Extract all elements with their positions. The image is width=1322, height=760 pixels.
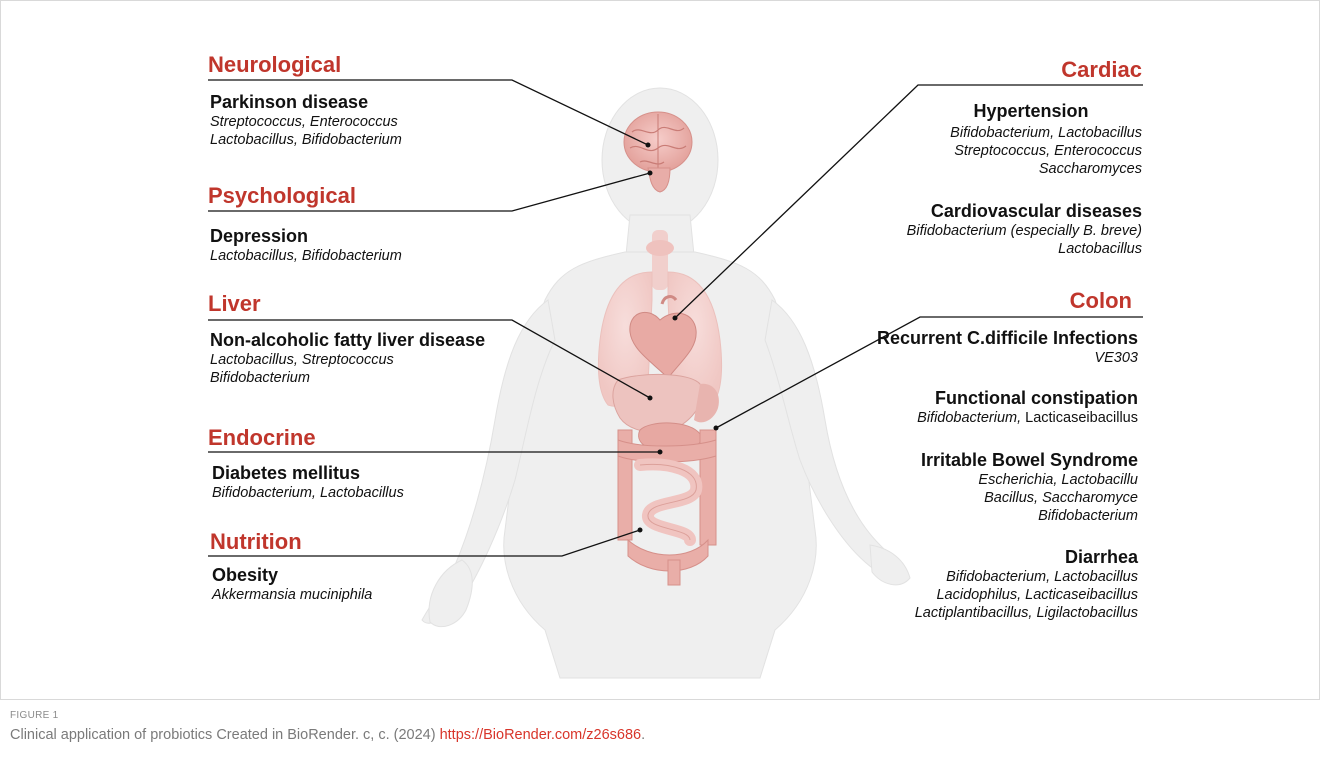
- disease-diarrhea: Diarrhea: [915, 546, 1138, 568]
- diarrhea-block: Diarrhea Bifidobacterium, Lactobacillus …: [915, 546, 1138, 622]
- category-psychological: Psychological: [208, 183, 356, 209]
- parkinson-block: Parkinson disease Streptococcus, Enteroc…: [210, 91, 402, 149]
- colon-block: Colon: [1070, 288, 1132, 314]
- biorender-link[interactable]: https://BioRender.com/z26s686: [440, 727, 642, 743]
- organisms-ibs-1: Escherichia, Lactobacillu: [921, 471, 1138, 489]
- organisms-depression: Lactobacillus, Bifidobacterium: [210, 247, 402, 265]
- disease-hypertension: Hypertension: [918, 100, 1144, 122]
- ibs-block: Irritable Bowel Syndrome Escherichia, La…: [921, 449, 1138, 525]
- cdiff-block: Recurrent C.difficile Infections VE303: [877, 327, 1138, 367]
- organisms-constipation: Bifidobacterium, Lacticaseibacillus: [917, 409, 1138, 427]
- disease-diabetes: Diabetes mellitus: [212, 462, 404, 484]
- endocrine-block: Endocrine: [208, 425, 316, 451]
- organisms-parkinson-1: Streptococcus, Enterococcus: [210, 113, 402, 131]
- category-colon: Colon: [1070, 288, 1132, 314]
- figure-caption: Clinical application of probiotics Creat…: [10, 727, 645, 743]
- category-nutrition: Nutrition: [210, 529, 302, 555]
- caption-text: Clinical application of probiotics Creat…: [10, 727, 440, 743]
- liver-block: Liver: [208, 291, 261, 317]
- organisms-nafld-2: Bifidobacterium: [210, 369, 485, 387]
- organisms-cvd-1: Bifidobacterium (especially B. breve): [907, 222, 1142, 240]
- obesity-block: Obesity Akkermansia muciniphila: [212, 564, 372, 604]
- organisms-ibs-3: Bifidobacterium: [921, 507, 1138, 525]
- category-neurological: Neurological: [208, 52, 341, 78]
- constipation-block: Functional constipation Bifidobacterium,…: [917, 387, 1138, 427]
- disease-constipation: Functional constipation: [917, 387, 1138, 409]
- organisms-diarrhea-3: Lactiplantibacillus, Ligilactobacillus: [915, 604, 1138, 622]
- disease-cdiff: Recurrent C.difficile Infections: [877, 327, 1138, 349]
- cardiac-block: Cardiac: [1061, 57, 1142, 83]
- nutrition-block: Nutrition: [210, 529, 302, 555]
- organisms-hypertension-3: Saccharomyces: [950, 160, 1142, 178]
- organisms-diabetes: Bifidobacterium, Lactobacillus: [212, 484, 404, 502]
- organisms-diarrhea-2: Lacidophilus, Lacticaseibacillus: [915, 586, 1138, 604]
- cvd-block: Cardiovascular diseases Bifidobacterium …: [907, 200, 1142, 258]
- disease-ibs: Irritable Bowel Syndrome: [921, 449, 1138, 471]
- nafld-block: Non-alcoholic fatty liver disease Lactob…: [210, 329, 485, 387]
- caption-end: .: [641, 727, 645, 743]
- organisms-cdiff: VE303: [877, 349, 1138, 367]
- depression-block: Depression Lactobacillus, Bifidobacteriu…: [210, 225, 402, 265]
- category-endocrine: Endocrine: [208, 425, 316, 451]
- category-cardiac: Cardiac: [1061, 57, 1142, 83]
- disease-cvd: Cardiovascular diseases: [907, 200, 1142, 222]
- organisms-diarrhea-1: Bifidobacterium, Lactobacillus: [915, 568, 1138, 586]
- disease-parkinson: Parkinson disease: [210, 91, 402, 113]
- hypertension-organisms: Bifidobacterium, Lactobacillus Streptoco…: [950, 124, 1142, 178]
- organisms-parkinson-2: Lactobacillus, Bifidobacterium: [210, 131, 402, 149]
- hypertension-block: Hypertension: [918, 100, 1144, 122]
- organisms-obesity: Akkermansia muciniphila: [212, 586, 372, 604]
- organisms-hypertension-2: Streptococcus, Enterococcus: [950, 142, 1142, 160]
- figure-label: FIGURE 1: [10, 710, 59, 721]
- organisms-constipation-italic: Bifidobacterium,: [917, 410, 1021, 426]
- organisms-hypertension-1: Bifidobacterium, Lactobacillus: [950, 124, 1142, 142]
- neurological-block: Neurological: [208, 52, 341, 78]
- diabetes-block: Diabetes mellitus Bifidobacterium, Lacto…: [212, 462, 404, 502]
- psychological-block: Psychological: [208, 183, 356, 209]
- disease-obesity: Obesity: [212, 564, 372, 586]
- organisms-ibs-2: Bacillus, Saccharomyce: [921, 489, 1138, 507]
- organisms-nafld-1: Lactobacillus, Streptococcus: [210, 351, 485, 369]
- disease-nafld: Non-alcoholic fatty liver disease: [210, 329, 485, 351]
- category-liver: Liver: [208, 291, 261, 317]
- organisms-constipation-plain: Lacticaseibacillus: [1021, 410, 1138, 426]
- disease-depression: Depression: [210, 225, 402, 247]
- organisms-cvd-2: Lactobacillus: [907, 240, 1142, 258]
